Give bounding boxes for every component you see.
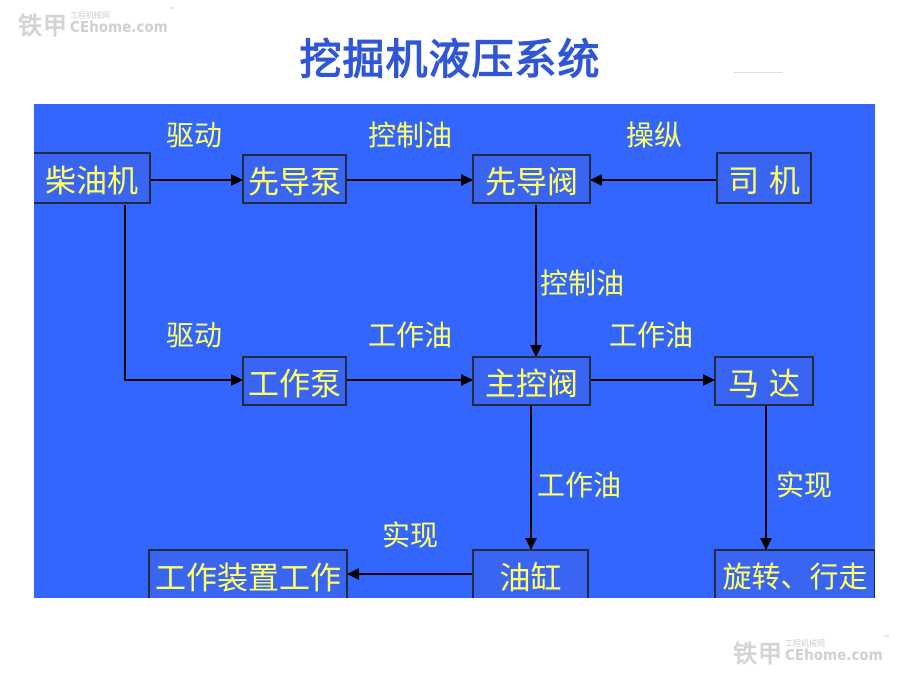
- node-work-device: 工作装置工作: [148, 549, 348, 598]
- logo-cn-text: 铁甲: [733, 640, 783, 668]
- label-work-oil-down: 工作油: [537, 469, 622, 502]
- slide-title: 挖掘机液压系统: [299, 35, 601, 84]
- flow-arrows: [124, 174, 772, 580]
- node-travel: 旋转、行走: [714, 549, 875, 598]
- label-operate: 操纵: [626, 119, 683, 152]
- label-control-oil-down: 控制油: [540, 267, 625, 300]
- logo-tm: ™: [882, 634, 891, 643]
- node-pilot-valve: 先导阀: [472, 154, 591, 204]
- node-driver: 司 机: [716, 152, 812, 204]
- label-work-oil-right: 工作油: [609, 319, 694, 352]
- label-control-oil-top: 控制油: [368, 119, 453, 152]
- label-drive-bottom: 驱动: [166, 319, 223, 352]
- node-diesel-engine: 柴油机: [34, 152, 151, 204]
- label-drive-top: 驱动: [166, 119, 223, 152]
- logo-cn-text: 铁甲: [18, 12, 68, 40]
- node-pilot-pump: 先导泵: [242, 154, 347, 204]
- logo-tm: ™: [167, 6, 176, 15]
- watermark-logo-bottom: 铁甲 工程机械网 CEhome.com ™: [733, 634, 891, 669]
- logo-tag-text: 工程机械网: [70, 11, 110, 20]
- label-realize-right: 实现: [776, 469, 833, 502]
- arrow-diesel-to-work-pump: [124, 205, 243, 386]
- logo-en-text: CEhome.com: [70, 18, 168, 36]
- label-work-oil-left: 工作油: [368, 319, 453, 352]
- watermark-logo-top: 铁甲 工程机械网 CEhome.com ™: [18, 6, 176, 41]
- node-motor: 马 达: [714, 356, 814, 406]
- label-realize-left: 实现: [382, 519, 439, 552]
- logo-en-text: CEhome.com: [785, 646, 883, 664]
- title-decoration: [733, 72, 783, 73]
- node-main-valve: 主控阀: [472, 356, 591, 406]
- diagram-panel: 柴油机 先导泵 先导阀 司 机 工作泵 主控阀 马 达 油缸 工作装置工作 旋转…: [34, 104, 875, 598]
- node-cylinder: 油缸: [472, 549, 589, 598]
- logo-tag-text: 工程机械网: [785, 639, 825, 648]
- node-work-pump: 工作泵: [242, 356, 347, 406]
